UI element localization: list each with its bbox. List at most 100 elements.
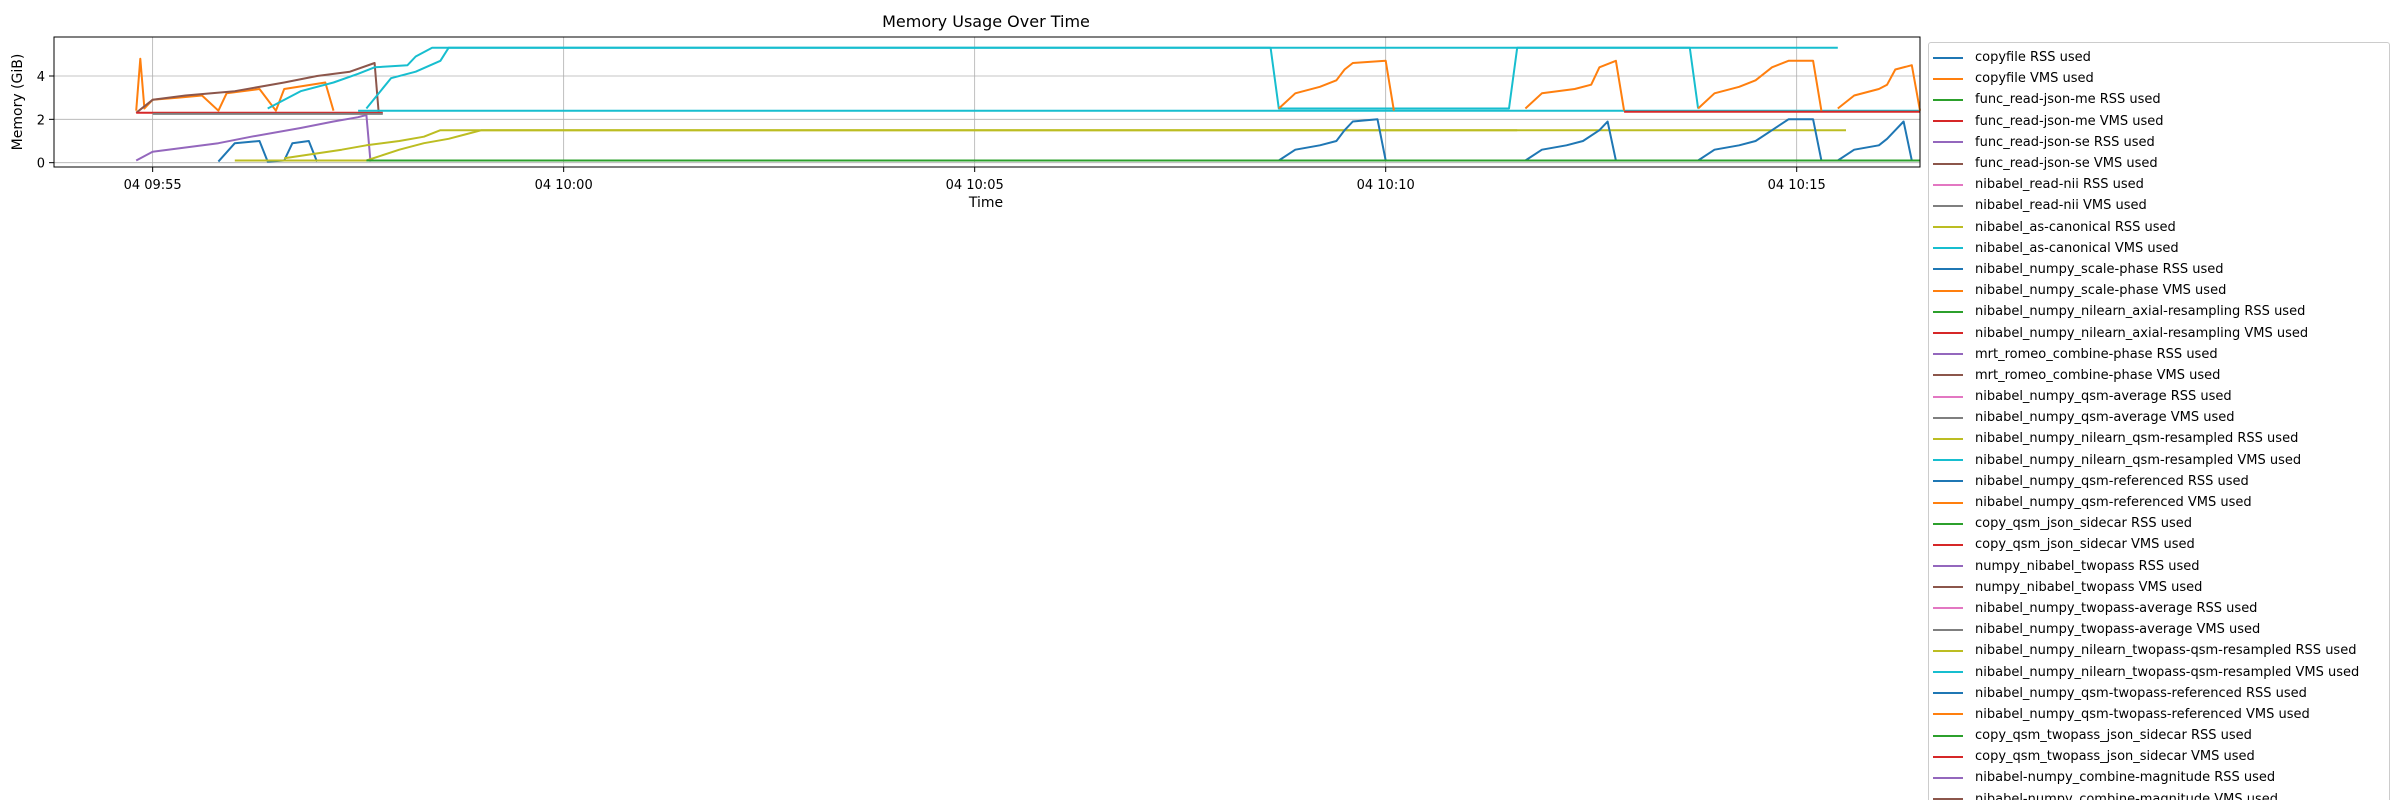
series-line	[135, 114, 372, 162]
legend-label: nibabel_numpy_twopass-average RSS used	[1975, 600, 2258, 616]
series-line	[1837, 64, 1921, 111]
legend-label: func_read-json-me RSS used	[1975, 92, 2161, 108]
legend-item: nibabel_numpy_nilearn_twopass-qsm-resamp…	[1929, 661, 2389, 682]
legend-label: nibabel_numpy_qsm-referenced RSS used	[1975, 473, 2249, 489]
legend-swatch	[1933, 459, 1963, 462]
legend-swatch	[1933, 395, 1963, 398]
legend-label: nibabel_numpy_qsm-average VMS used	[1975, 410, 2235, 426]
y-tick-label: 2	[37, 113, 45, 128]
y-tick-label: 0	[37, 157, 45, 172]
legend-item: nibabel_as-canonical VMS used	[1929, 238, 2389, 259]
legend-swatch	[1933, 204, 1963, 207]
legend-label: mrt_romeo_combine-phase VMS used	[1975, 367, 2221, 383]
legend-item: mrt_romeo_combine-phase RSS used	[1929, 344, 2389, 365]
legend-swatch	[1933, 522, 1963, 525]
legend-label: mrt_romeo_combine-phase RSS used	[1975, 346, 2218, 362]
legend-swatch	[1933, 692, 1963, 695]
legend-item: nibabel_numpy_qsm-twopass-referenced VMS…	[1929, 704, 2389, 725]
legend-swatch	[1933, 713, 1963, 716]
legend-label: nibabel_numpy_scale-phase VMS used	[1975, 283, 2227, 299]
legend-list: copyfile RSS used copyfile VMS used func_r…	[1929, 43, 2389, 800]
chart-title: Memory Usage Over Time	[882, 12, 1090, 31]
legend-swatch	[1933, 98, 1963, 101]
legend-label: nibabel_numpy_qsm-average RSS used	[1975, 389, 2232, 405]
legend-item: copyfile VMS used	[1929, 68, 2389, 89]
legend-swatch	[1933, 480, 1963, 483]
legend-label: copy_qsm_twopass_json_sidecar VMS used	[1975, 749, 2255, 765]
legend-swatch	[1933, 416, 1963, 419]
legend-swatch	[1933, 734, 1963, 737]
legend-swatch	[1933, 628, 1963, 631]
legend-item: nibabel_numpy_nilearn_axial-resampling V…	[1929, 322, 2389, 343]
legend-item: nibabel_read-nii RSS used	[1929, 174, 2389, 195]
y-ticks: 0 2 4	[37, 70, 54, 172]
legend-item: nibabel-numpy_combine-magnitude RSS used	[1929, 767, 2389, 788]
legend-swatch	[1933, 798, 1963, 800]
legend-label: nibabel_numpy_qsm-twopass-referenced VMS…	[1975, 706, 2310, 722]
legend-swatch	[1933, 141, 1963, 144]
legend-label: nibabel_as-canonical VMS used	[1975, 240, 2179, 256]
legend-swatch	[1933, 586, 1963, 589]
legend-swatch	[1933, 671, 1963, 674]
legend-swatch	[1933, 353, 1963, 356]
series-line	[1278, 118, 1387, 162]
series-line	[1697, 118, 1823, 162]
legend-item: nibabel_numpy_scale-phase VMS used	[1929, 280, 2389, 301]
legend-label: numpy_nibabel_twopass RSS used	[1975, 558, 2200, 574]
legend-label: nibabel_numpy_nilearn_axial-resampling V…	[1975, 325, 2309, 341]
legend-label: nibabel_numpy_nilearn_twopass-qsm-resamp…	[1975, 643, 2357, 659]
legend-swatch	[1933, 247, 1963, 250]
series-line	[1278, 59, 1395, 111]
legend-swatch	[1933, 268, 1963, 271]
legend-item: nibabel_numpy_qsm-average RSS used	[1929, 386, 2389, 407]
legend-label: copyfile RSS used	[1975, 50, 2091, 66]
legend-item: nibabel_numpy_twopass-average RSS used	[1929, 598, 2389, 619]
legend-item: copy_qsm_json_sidecar RSS used	[1929, 513, 2389, 534]
x-axis-label: Time	[968, 195, 1003, 211]
x-tick-label: 04 10:05	[946, 178, 1004, 193]
y-tick-label: 4	[37, 70, 45, 85]
legend-item: copy_qsm_json_sidecar VMS used	[1929, 534, 2389, 555]
legend-label: nibabel_read-nii VMS used	[1975, 198, 2147, 214]
legend-label: copy_qsm_json_sidecar RSS used	[1975, 516, 2192, 532]
series-line	[284, 129, 1846, 160]
legend-swatch	[1933, 437, 1963, 440]
legend-label: nibabel_numpy_qsm-referenced VMS used	[1975, 495, 2252, 511]
plot-frame	[53, 36, 1921, 168]
legend-swatch	[1933, 607, 1963, 610]
legend-swatch	[1933, 543, 1963, 546]
legend-label: nibabel_read-nii RSS used	[1975, 177, 2144, 193]
legend-item: numpy_nibabel_twopass VMS used	[1929, 577, 2389, 598]
legend-item: nibabel_numpy_qsm-average VMS used	[1929, 407, 2389, 428]
series-lines	[135, 46, 1921, 163]
series-line	[1269, 46, 1700, 110]
legend-swatch	[1933, 332, 1963, 335]
legend-swatch	[1933, 755, 1963, 758]
legend-swatch	[1933, 183, 1963, 186]
chart-legend: copyfile RSS used copyfile VMS used func_r…	[1928, 42, 2390, 800]
legend-swatch	[1933, 310, 1963, 313]
series-line	[366, 129, 1518, 162]
legend-item: copy_qsm_twopass_json_sidecar VMS used	[1929, 746, 2389, 767]
legend-item: copyfile RSS used	[1929, 47, 2389, 68]
legend-item: func_read-json-me RSS used	[1929, 89, 2389, 110]
legend-label: nibabel_numpy_scale-phase RSS used	[1975, 261, 2224, 277]
legend-item: nibabel_numpy_qsm-twopass-referenced RSS…	[1929, 683, 2389, 704]
legend-item: nibabel_as-canonical RSS used	[1929, 217, 2389, 238]
legend-label: numpy_nibabel_twopass VMS used	[1975, 579, 2203, 595]
legend-item: nibabel_numpy_qsm-referenced RSS used	[1929, 471, 2389, 492]
legend-item: nibabel_read-nii VMS used	[1929, 195, 2389, 216]
legend-item: func_read-json-me VMS used	[1929, 111, 2389, 132]
legend-item: numpy_nibabel_twopass RSS used	[1929, 556, 2389, 577]
legend-swatch	[1933, 776, 1963, 779]
legend-swatch	[1933, 162, 1963, 165]
legend-label: nibabel_numpy_nilearn_qsm-resampled RSS …	[1975, 431, 2299, 447]
legend-label: nibabel_numpy_nilearn_axial-resampling R…	[1975, 304, 2306, 320]
legend-label: copyfile VMS used	[1975, 71, 2094, 87]
series-line	[135, 57, 335, 112]
legend-item: nibabel_numpy_nilearn_twopass-qsm-resamp…	[1929, 640, 2389, 661]
series-line	[217, 140, 318, 163]
legend-item: nibabel_numpy_nilearn_qsm-resampled VMS …	[1929, 450, 2389, 471]
